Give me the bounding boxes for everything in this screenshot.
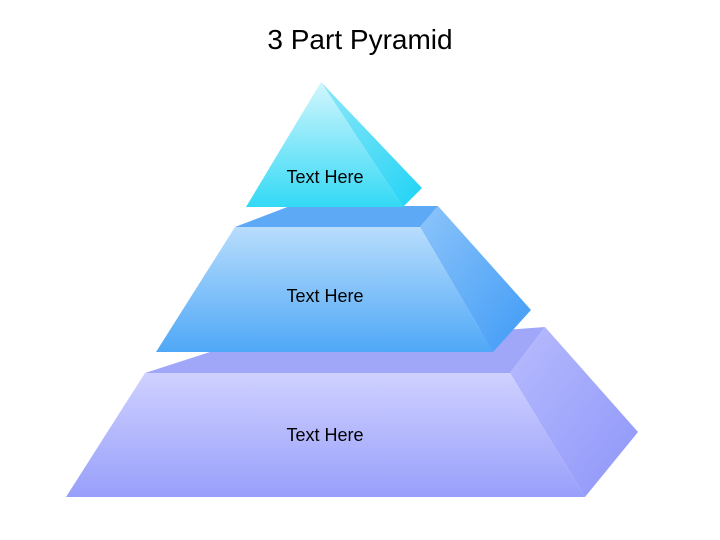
tier-middle: Text Here <box>156 206 531 352</box>
tier-top: Text Here <box>246 82 422 207</box>
tier-top-label: Text Here <box>286 167 363 187</box>
tier-bottom-side-face <box>510 327 638 497</box>
tier-top-side-face <box>321 82 422 207</box>
tier-top-front-face <box>246 82 403 207</box>
tier-middle-top-face <box>235 206 438 227</box>
tier-bottom: Text Here <box>66 327 638 497</box>
tier-middle-front-face <box>156 227 493 352</box>
tier-bottom-label: Text Here <box>286 425 363 445</box>
tier-bottom-front-face <box>66 373 585 497</box>
tier-middle-label: Text Here <box>286 286 363 306</box>
tier-middle-side-face <box>420 206 531 352</box>
page-title: 3 Part Pyramid <box>267 24 453 55</box>
